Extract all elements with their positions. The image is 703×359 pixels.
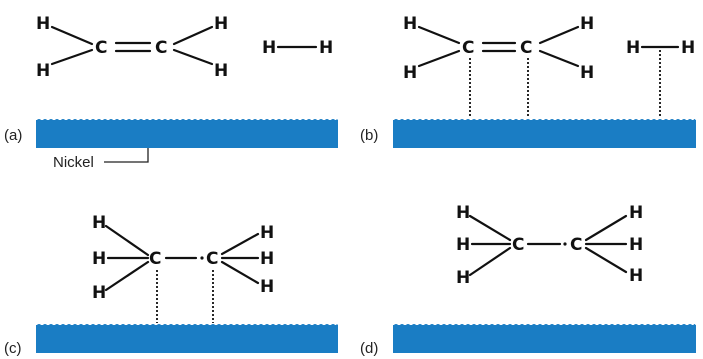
surface-texture	[393, 324, 696, 329]
radical-dot	[563, 242, 567, 246]
ethene-molecule-a: H H C C H H	[36, 14, 228, 81]
hydrogen-atom: H	[403, 63, 417, 83]
panel-label-d: (d)	[360, 340, 378, 357]
hydrogen-atom: H	[456, 203, 470, 223]
surface-block	[36, 325, 338, 353]
bond-h-c	[104, 260, 150, 292]
bond-c-h	[172, 48, 214, 66]
hydrogen-atom: H	[319, 38, 333, 58]
bond-c-h	[172, 25, 214, 46]
bond-c-h	[220, 260, 260, 285]
surface-block	[36, 120, 338, 148]
radical-dot	[200, 256, 204, 260]
hydrogen-atom: H	[214, 61, 228, 81]
hydrogen-atom: H	[456, 268, 470, 288]
bond-c-h	[538, 49, 580, 68]
carbon-atom: C	[462, 38, 474, 58]
ethane-molecule-d: H H H C C H H H	[456, 203, 643, 288]
bond-c-h	[538, 25, 580, 45]
hydrogen-atom: H	[92, 283, 106, 303]
carbon-atom: C	[512, 235, 524, 255]
carbon-atom: C	[149, 249, 161, 269]
nickel-label: Nickel	[53, 154, 94, 171]
hydrogen-atom: H	[629, 235, 643, 255]
bond-h-c	[468, 246, 512, 277]
nickel-surface-a	[36, 119, 338, 148]
panel-label-a: (a)	[4, 127, 22, 144]
bond-c-h	[584, 214, 628, 242]
panel-b: (b) H H C C H H H H	[360, 14, 696, 148]
nickel-surface-c	[36, 324, 338, 353]
hydrogen-atom: H	[92, 249, 106, 269]
ethane-intermediate-c: H H H C C H H H	[92, 213, 274, 323]
hydrogen-atom: H	[626, 38, 640, 58]
bond-h-c	[50, 25, 94, 46]
ethene-molecule-b: H H C C H H	[403, 14, 594, 118]
bond-h-c	[417, 49, 461, 68]
surface-texture	[393, 119, 696, 124]
hydrogen-atom: H	[580, 63, 594, 83]
surface-texture	[36, 324, 338, 329]
hydrogen-atom: H	[214, 14, 228, 34]
carbon-atom: C	[155, 38, 167, 58]
carbon-atom: C	[95, 38, 107, 58]
hydrogen-atom: H	[681, 38, 695, 58]
bond-h-c	[468, 214, 512, 242]
panel-d: (d) H H H C C H H H	[360, 203, 696, 357]
panel-a: (a) H H C C H H H H Nickel	[4, 14, 338, 171]
nickel-surface-d	[393, 324, 696, 353]
panel-label-b: (b)	[360, 127, 378, 144]
hydrogen-atom: H	[36, 61, 50, 81]
hydrogen-atom: H	[262, 38, 276, 58]
hydrogen-atom: H	[260, 277, 274, 297]
surface-block	[393, 325, 696, 353]
hydrogen-atom: H	[260, 223, 274, 243]
nickel-leader-line	[104, 148, 149, 163]
hydrogen-molecule-b: H H	[626, 38, 695, 118]
nickel-surface-b	[393, 119, 696, 148]
surface-texture	[36, 119, 338, 124]
surface-block	[393, 120, 696, 148]
hydrogen-atom: H	[36, 14, 50, 34]
hydrogen-atom: H	[629, 266, 643, 286]
bond-h-c	[417, 25, 461, 45]
bond-c-h	[220, 232, 260, 256]
panel-label-c: (c)	[4, 340, 22, 357]
hydrogen-atom: H	[92, 213, 106, 233]
hydrogen-atom: H	[580, 14, 594, 34]
hydrogen-atom: H	[456, 235, 470, 255]
bond-h-c	[104, 224, 150, 257]
hydrogen-molecule-a: H H	[262, 38, 333, 58]
carbon-atom: C	[206, 249, 218, 269]
carbon-atom: C	[570, 235, 582, 255]
bond-h-c	[50, 48, 94, 66]
nickel-caption: Nickel	[53, 148, 149, 171]
hydrogen-atom: H	[403, 14, 417, 34]
bond-c-h	[584, 246, 628, 274]
hydrogen-atom: H	[260, 249, 274, 269]
carbon-atom: C	[520, 38, 532, 58]
hydrogen-atom: H	[629, 203, 643, 223]
panel-c: (c) H H H C C H H H	[4, 213, 338, 357]
